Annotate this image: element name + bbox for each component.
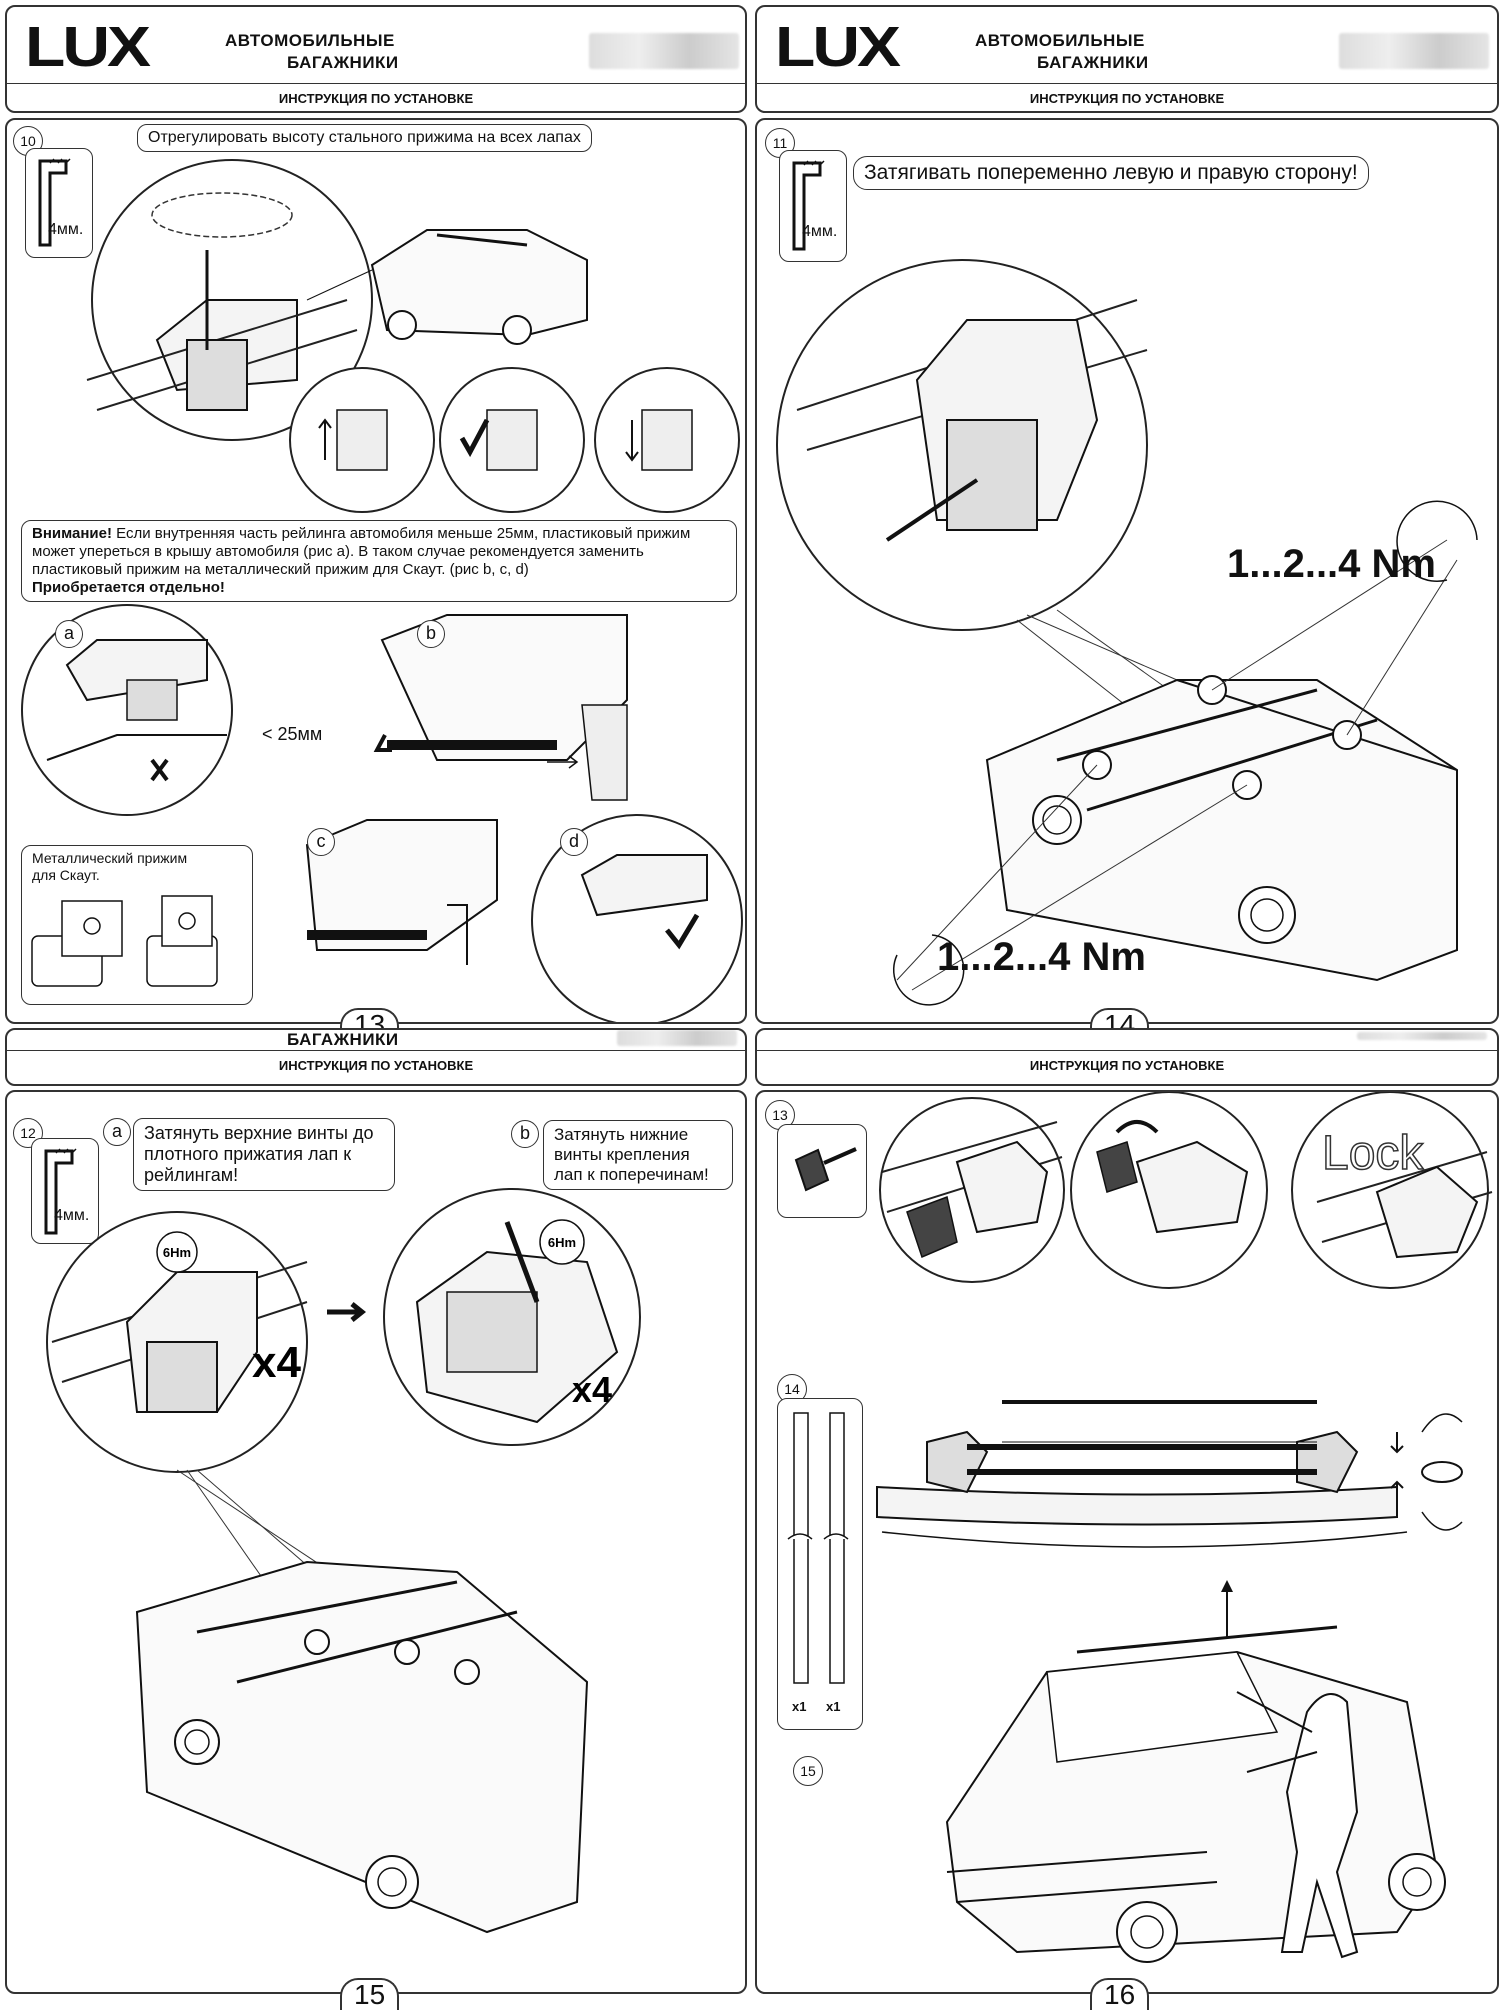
metal-clamp-line1: Металлический прижим (32, 850, 188, 866)
page-content: 10 4мм. Отрегулировать высоту стального … (5, 118, 747, 1024)
metal-clamp-illustration (31, 895, 218, 987)
hex-key-icon (792, 160, 825, 251)
redacted-block (1357, 1032, 1487, 1040)
redacted-block (589, 33, 739, 69)
brand-sub-line1: АВТОМОБИЛЬНЫЕ (975, 31, 1145, 50)
hex-key-icon (38, 158, 71, 247)
bolt-tightening-illustration: 6Нm 6Нm x4 x4 (46, 1188, 641, 1934)
metal-clamp-box: Металлический прижим для Скаут. (21, 845, 253, 1005)
size-label: < 25мм (262, 724, 323, 744)
torque-badge-2: 6Нm (548, 1235, 576, 1250)
torque-label-top: 1...2...4 Nm (1227, 542, 1436, 586)
redacted-block (617, 1030, 737, 1046)
figure-label-b: b (417, 620, 445, 648)
warning-box: Внимание! Если внутренняя часть рейлинга… (21, 520, 737, 602)
label-a: a (103, 1118, 131, 1146)
strip-count-1: x1 (792, 1699, 807, 1714)
figure-a-illustration (21, 604, 743, 1022)
page-number: 15 (340, 1978, 400, 2010)
step-number-14: 14 (777, 1374, 807, 1404)
tighten-callout: Затягивать попеременно левую и правую ст… (853, 156, 1369, 190)
adjust-callout: Отрегулировать высоту стального прижима … (137, 124, 592, 152)
step-number-15: 15 (793, 1756, 823, 1786)
figure-label-c: c (307, 828, 335, 856)
brand-logo: LUX (25, 15, 151, 78)
key-box (777, 1124, 867, 1218)
page-header: ИНСТРУКЦИЯ ПО УСТАНОВКЕ (755, 1028, 1499, 1086)
hex-key-icon (44, 1148, 77, 1235)
tool-size: 4мм. (48, 221, 84, 238)
torque-badge-1: 6Нm (163, 1245, 191, 1260)
hex-key-box: 4мм. (779, 150, 847, 262)
page-content: 12 a b 4мм. Затянуть верхние винты до пл… (5, 1090, 747, 1994)
header-caption: ИНСТРУКЦИЯ ПО УСТАНОВКЕ (278, 91, 474, 106)
rubber-strips-box: x1 x1 (777, 1398, 863, 1730)
page-content: 13 Lock 14 (755, 1090, 1499, 1994)
key-icon (794, 1147, 857, 1192)
tightening-illustration (776, 259, 1478, 1006)
header-caption: ИНСТРУКЦИЯ ПО УСТАНОВКЕ (1029, 1058, 1225, 1073)
brand-sub-line1: АВТОМОБИЛЬНЫЕ (225, 31, 395, 50)
page-header: БАГАЖНИКИ ИНСТРУКЦИЯ ПО УСТАНОВКЕ (5, 1028, 747, 1086)
figure-label-d: d (560, 828, 588, 856)
header-divider (7, 83, 745, 84)
hex-key-box: 4мм. (31, 1138, 99, 1244)
multiplier-1: x4 (252, 1338, 301, 1387)
tool-size: 4мм. (802, 223, 838, 240)
label-b: b (511, 1120, 539, 1148)
brand-sub-line2: БАГАЖНИКИ (287, 1030, 399, 1049)
final-install-illustration (945, 1580, 1446, 1963)
page-content: 11 4мм. Затягивать попеременно левую и п… (755, 118, 1499, 1024)
page-header: LUX АВТОМОБИЛЬНЫЕ БАГАЖНИКИ ИНСТРУКЦИЯ П… (5, 5, 747, 113)
header-caption: ИНСТРУКЦИЯ ПО УСТАНОВКЕ (278, 1058, 474, 1073)
instruction-a: Затянуть верхние винты до плотного прижа… (133, 1118, 395, 1191)
tool-size: 4мм. (54, 1207, 90, 1224)
page-header: LUX АВТОМОБИЛЬНЫЕ БАГАЖНИКИ ИНСТРУКЦИЯ П… (755, 5, 1499, 113)
multiplier-2: x4 (572, 1369, 612, 1410)
lock-label: Lock (1321, 1126, 1424, 1181)
rubber-strips-icon (787, 1412, 849, 1684)
hex-key-box: 4мм. (25, 148, 93, 258)
instruction-b: Затянуть нижние винты крепления лап к по… (543, 1120, 733, 1190)
lock-sequence-illustration (879, 1092, 1493, 1289)
metal-clamp-line2: для Скаут. (32, 867, 100, 883)
header-divider (757, 1050, 1497, 1051)
brand-logo: LUX (775, 15, 901, 78)
page-number: 16 (1090, 1978, 1150, 2010)
crossbar-insert-illustration (876, 1400, 1463, 1548)
strip-count-2: x1 (826, 1699, 841, 1714)
brand-sub-line2: БАГАЖНИКИ (287, 53, 399, 72)
warning-title: Внимание! (32, 525, 112, 542)
figure-label-a: a (55, 620, 83, 648)
header-caption: ИНСТРУКЦИЯ ПО УСТАНОВКЕ (1029, 91, 1225, 106)
warning-footer: Приобретается отдельно! (32, 579, 225, 596)
header-divider (757, 83, 1497, 84)
brand-sub-line2: БАГАЖНИКИ (1037, 53, 1149, 72)
warning-text: Если внутренняя часть рейлинга автомобил… (32, 525, 691, 578)
torque-label-bottom: 1...2...4 Nm (937, 935, 1146, 979)
clamp-detail-illustration (86, 159, 740, 513)
header-divider (7, 1050, 745, 1051)
redacted-block (1339, 33, 1489, 69)
